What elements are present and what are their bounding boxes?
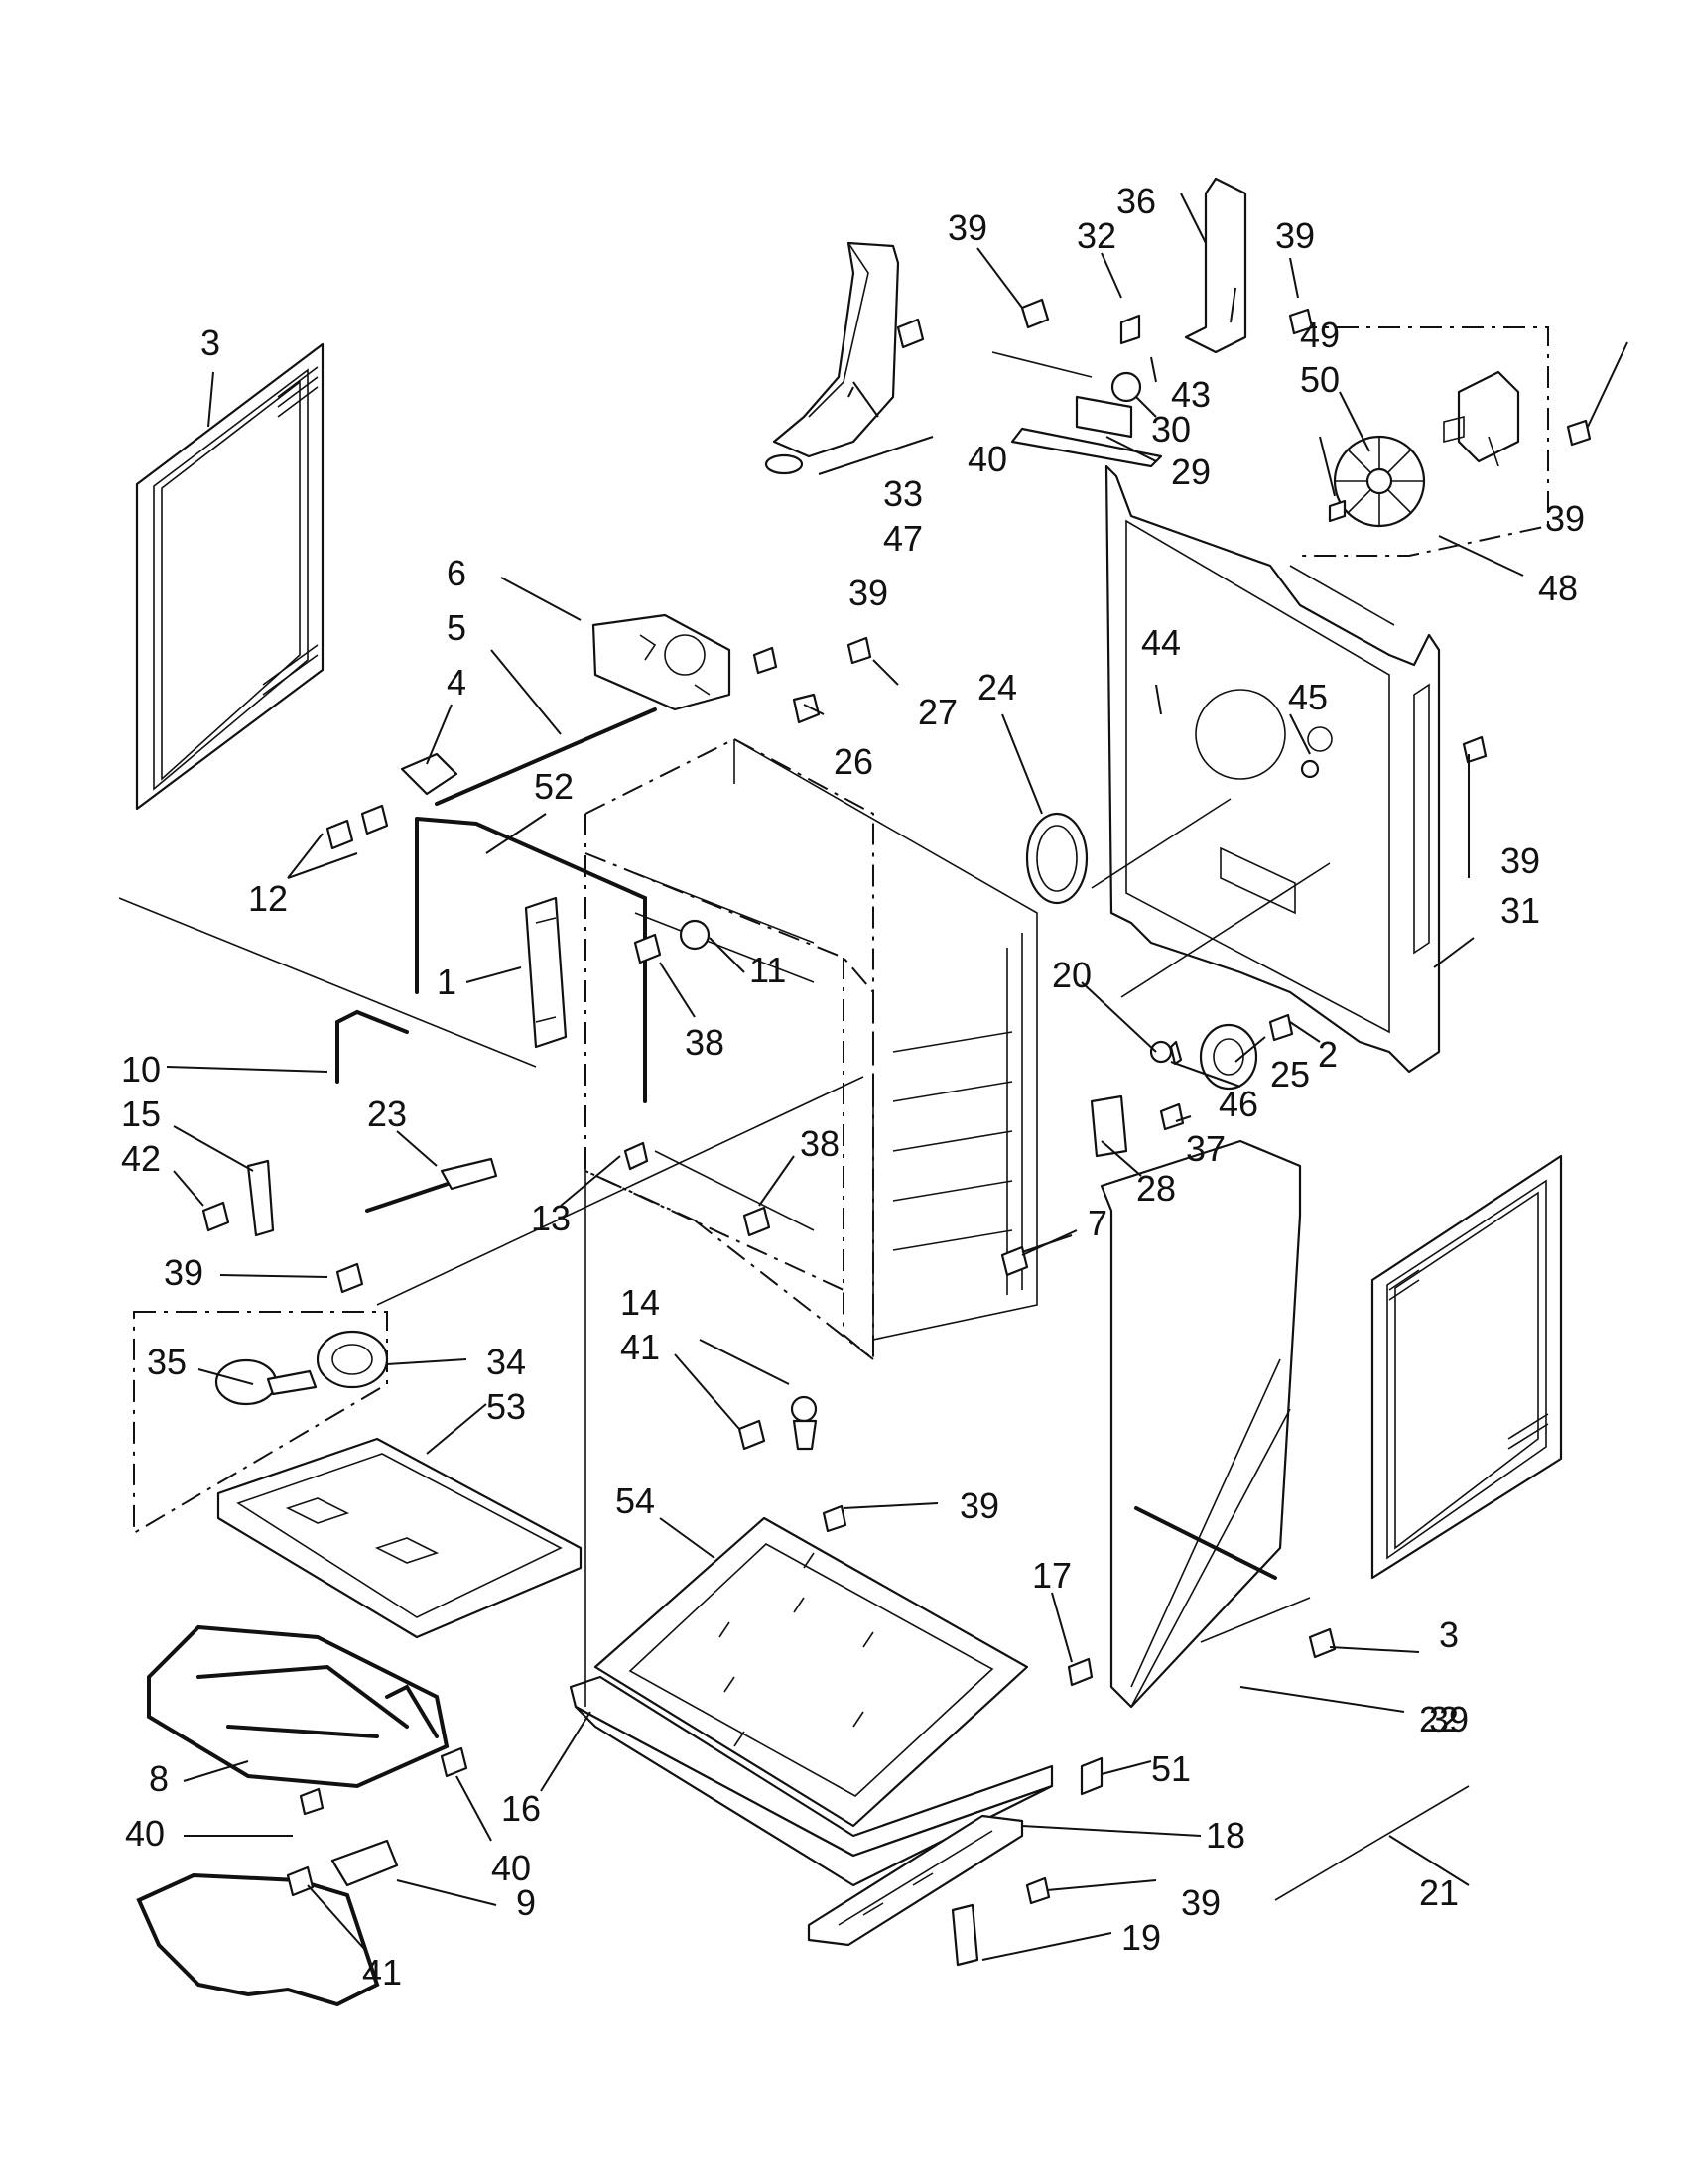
callout-3: 3	[200, 322, 220, 363]
callout-38: 38	[685, 1022, 724, 1063]
rear-wall	[1067, 1139, 1302, 1796]
callout-1: 1	[437, 962, 456, 1002]
callout-9: 9	[516, 1882, 536, 1923]
temperature-sensor	[246, 1141, 649, 1237]
callout-40: 40	[968, 439, 1007, 479]
callout-21: 21	[1419, 1872, 1459, 1913]
callout-39: 39	[1545, 498, 1585, 539]
callout-5: 5	[447, 607, 466, 648]
callout-labels: 3 3 6 5 4 12 52 1 11 38 38 10 15 42 23 1…	[121, 181, 1585, 1992]
door-lock-assembly	[400, 613, 731, 806]
callout-12: 12	[248, 878, 288, 919]
callout-17: 17	[1032, 1555, 1072, 1596]
callout-14: 14	[620, 1282, 660, 1323]
callout-4: 4	[447, 662, 466, 703]
callout-25: 25	[1270, 1054, 1310, 1094]
callout-45: 45	[1288, 677, 1328, 717]
callout-39: 39	[164, 1252, 203, 1293]
bake-broil-element	[335, 817, 647, 1103]
vent-duct	[764, 241, 900, 475]
callout-31: 31	[1500, 890, 1540, 931]
callout-47: 47	[883, 518, 923, 559]
callout-37: 37	[1186, 1128, 1226, 1169]
callout-53: 53	[486, 1386, 526, 1427]
bake-element	[136, 1839, 399, 2007]
callout-49: 49	[1300, 315, 1340, 355]
leader-lines	[166, 193, 1628, 1961]
callout-16: 16	[501, 1788, 541, 1829]
callout-34: 34	[486, 1342, 526, 1382]
callout-11: 11	[749, 950, 786, 990]
rear-fittings	[1025, 759, 1320, 1158]
callout-20: 20	[1052, 955, 1092, 995]
callout-44: 44	[1141, 622, 1181, 663]
callout-42: 42	[121, 1138, 161, 1179]
wire-cable	[1274, 1785, 1470, 1901]
lower-element	[147, 1624, 450, 1789]
callout-39: 39	[960, 1485, 999, 1526]
callout-22: 22	[1419, 1699, 1459, 1739]
screws	[201, 298, 1592, 1905]
callout-46: 46	[1219, 1084, 1258, 1124]
callout-52: 52	[534, 766, 574, 807]
bottom-shield	[216, 1437, 583, 1639]
callout-26: 26	[834, 741, 873, 782]
callout-39: 39	[848, 573, 888, 613]
callout-2: 2	[1318, 1034, 1338, 1075]
callout-29: 29	[1171, 451, 1211, 492]
callout-24: 24	[977, 667, 1017, 707]
callout-54: 54	[615, 1480, 655, 1521]
callout-50: 50	[1300, 359, 1340, 400]
callout-10: 10	[121, 1049, 161, 1090]
callout-3: 3	[1439, 1614, 1459, 1655]
callout-41: 41	[620, 1327, 660, 1367]
callout-41: 41	[362, 1952, 402, 1992]
callout-40: 40	[491, 1848, 531, 1888]
callout-48: 48	[1538, 568, 1578, 608]
callout-6: 6	[447, 553, 466, 593]
hinge-receptacle	[524, 896, 711, 1049]
side-panel-right	[1370, 1154, 1563, 1580]
callout-7: 7	[1088, 1203, 1107, 1243]
callout-33: 33	[883, 473, 923, 514]
back-panel	[1104, 464, 1441, 1074]
callout-38: 38	[800, 1123, 840, 1164]
side-panel-left	[135, 342, 325, 811]
callout-40: 40	[125, 1813, 165, 1854]
oven-cavity	[584, 737, 1038, 1362]
callout-30: 30	[1151, 409, 1191, 450]
thermal-switch	[792, 693, 821, 724]
callout-39: 39	[948, 207, 987, 248]
callout-23: 23	[367, 1093, 407, 1134]
convection-fan-assembly	[1295, 326, 1549, 557]
callout-32: 32	[1077, 215, 1116, 256]
callout-51: 51	[1151, 1748, 1191, 1789]
leveling-leg	[790, 1395, 818, 1451]
callout-35: 35	[147, 1342, 187, 1382]
callout-39: 39	[1181, 1882, 1221, 1923]
callout-39: 39	[1429, 1699, 1469, 1739]
callout-19: 19	[1121, 1917, 1161, 1958]
callout-27: 27	[918, 692, 958, 732]
callout-43: 43	[1171, 374, 1211, 415]
callout-13: 13	[531, 1198, 571, 1238]
leveling-bracket	[807, 1814, 1024, 1967]
callout-8: 8	[149, 1758, 169, 1799]
callout-36: 36	[1116, 181, 1156, 221]
back-brackets	[1010, 177, 1247, 468]
callout-28: 28	[1136, 1168, 1176, 1209]
callout-39: 39	[1500, 840, 1540, 881]
callout-15: 15	[121, 1093, 161, 1134]
callout-18: 18	[1206, 1815, 1245, 1856]
callout-39: 39	[1275, 215, 1315, 256]
alignment-lines	[118, 351, 1395, 1707]
